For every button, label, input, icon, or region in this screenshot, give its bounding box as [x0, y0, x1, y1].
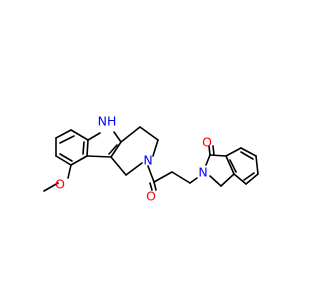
bond [67, 164, 72, 179]
bond [149, 182, 153, 191]
atom-label-ring-n: N [143, 153, 152, 168]
bond [212, 145, 215, 156]
bond [240, 151, 254, 160]
bond [82, 141, 85, 155]
bond [110, 156, 127, 176]
bond [225, 147, 242, 157]
bond [110, 141, 122, 158]
bond-lines [43, 126, 259, 192]
bond [59, 153, 73, 162]
bond [245, 173, 259, 185]
bond [70, 129, 89, 141]
bond [255, 155, 259, 175]
bond [233, 173, 247, 185]
bond [59, 135, 75, 144]
atom-label-methoxy-o: O [55, 177, 65, 192]
bond [113, 131, 122, 143]
bond [208, 145, 211, 156]
bond [87, 132, 101, 141]
bond [43, 182, 59, 192]
bond [147, 165, 155, 183]
bond [205, 154, 211, 166]
bond [209, 154, 227, 157]
bond [86, 155, 112, 158]
bond [153, 181, 157, 191]
atom-labels: NH N N O O O [55, 114, 212, 204]
bond [225, 155, 235, 175]
bond [243, 172, 255, 181]
atom-label-amide-o: O [146, 189, 156, 204]
bond [55, 155, 72, 166]
bond [209, 175, 222, 187]
atom-label-lactam-o: O [202, 135, 212, 150]
bond [120, 126, 141, 143]
bond [229, 159, 237, 173]
molecule-structure: NH N N O O O [43, 114, 259, 204]
bond [152, 139, 159, 157]
atom-label-nh: NH [98, 114, 117, 129]
bond [189, 177, 198, 184]
bond [240, 147, 257, 157]
atom-label-lactam-n: N [198, 165, 207, 180]
bond [86, 139, 89, 157]
bond [125, 162, 143, 176]
bond [220, 173, 235, 187]
bond [55, 129, 72, 139]
bond [171, 171, 191, 184]
bond [153, 171, 173, 183]
bond [108, 144, 118, 155]
bond [139, 126, 159, 141]
bond [70, 155, 88, 166]
